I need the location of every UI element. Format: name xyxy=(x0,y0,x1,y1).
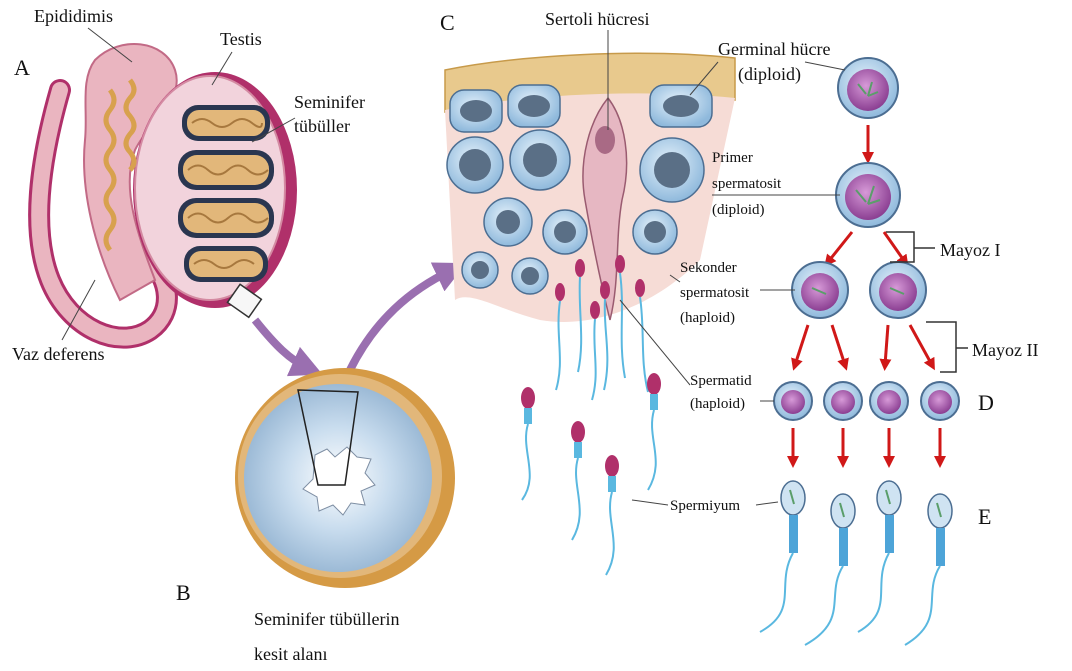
arrow-sek-r-to-spd-3 xyxy=(885,325,888,365)
label-epididimis: Epididimis xyxy=(34,6,113,26)
spermatogenesis-flow xyxy=(760,58,968,645)
letter-a: A xyxy=(14,55,30,80)
letter-e: E xyxy=(978,504,991,529)
arrow-primer-to-sekonder-right xyxy=(884,232,905,262)
label-vaz-deferens: Vaz deferens xyxy=(12,344,104,364)
label-mayoz2: Mayoz II xyxy=(972,340,1038,360)
arrow-sek-r-to-spd-4 xyxy=(910,325,932,365)
label-testis: Testis xyxy=(220,29,262,49)
label-kesit-2: kesit alanı xyxy=(254,644,327,664)
letter-b: B xyxy=(176,580,191,605)
label-tubuller: tübüller xyxy=(294,116,350,136)
letter-c: C xyxy=(440,10,455,35)
arrow-primer-to-sekonder-left xyxy=(828,232,852,262)
label-spermiyum: Spermiyum xyxy=(670,498,740,514)
label-spermatid-2: (haploid) xyxy=(690,396,745,412)
primary-spermatocyte xyxy=(836,163,900,227)
arrow-sek-l-to-spd-1 xyxy=(795,325,808,365)
label-spermatid-1: Spermatid xyxy=(690,373,752,389)
label-mayoz1: Mayoz I xyxy=(940,240,1000,260)
spermatids xyxy=(774,382,959,420)
secondary-spermatocyte-left xyxy=(792,262,848,318)
arrow-sek-l-to-spd-2 xyxy=(832,325,845,365)
germinal-cell xyxy=(838,58,898,118)
label-germinal-1: Germinal hücre xyxy=(718,39,830,59)
secondary-spermatocyte-right xyxy=(870,262,926,318)
label-seminifer: Seminifer xyxy=(294,92,365,112)
label-primer-2: spermatosit xyxy=(712,176,782,192)
testis-illustration xyxy=(39,44,297,338)
free-sperm xyxy=(521,373,661,575)
label-primer-1: Primer xyxy=(712,150,753,166)
label-sekonder-2: spermatosit xyxy=(680,285,750,301)
label-kesit-1: Seminifer tübüllerin xyxy=(254,609,399,629)
label-germinal-2: (diploid) xyxy=(738,64,801,85)
tubule-cross-section xyxy=(235,368,455,588)
letter-d: D xyxy=(978,390,994,415)
spermatozoa xyxy=(760,481,952,645)
label-primer-3: (diploid) xyxy=(712,202,765,218)
flow-arrow-b-to-c xyxy=(350,270,452,370)
label-sekonder-3: (haploid) xyxy=(680,310,735,326)
label-sertoli: Sertoli hücresi xyxy=(545,9,649,29)
flow-arrow-a-to-b xyxy=(255,320,308,368)
label-sekonder-1: Sekonder xyxy=(680,260,737,276)
